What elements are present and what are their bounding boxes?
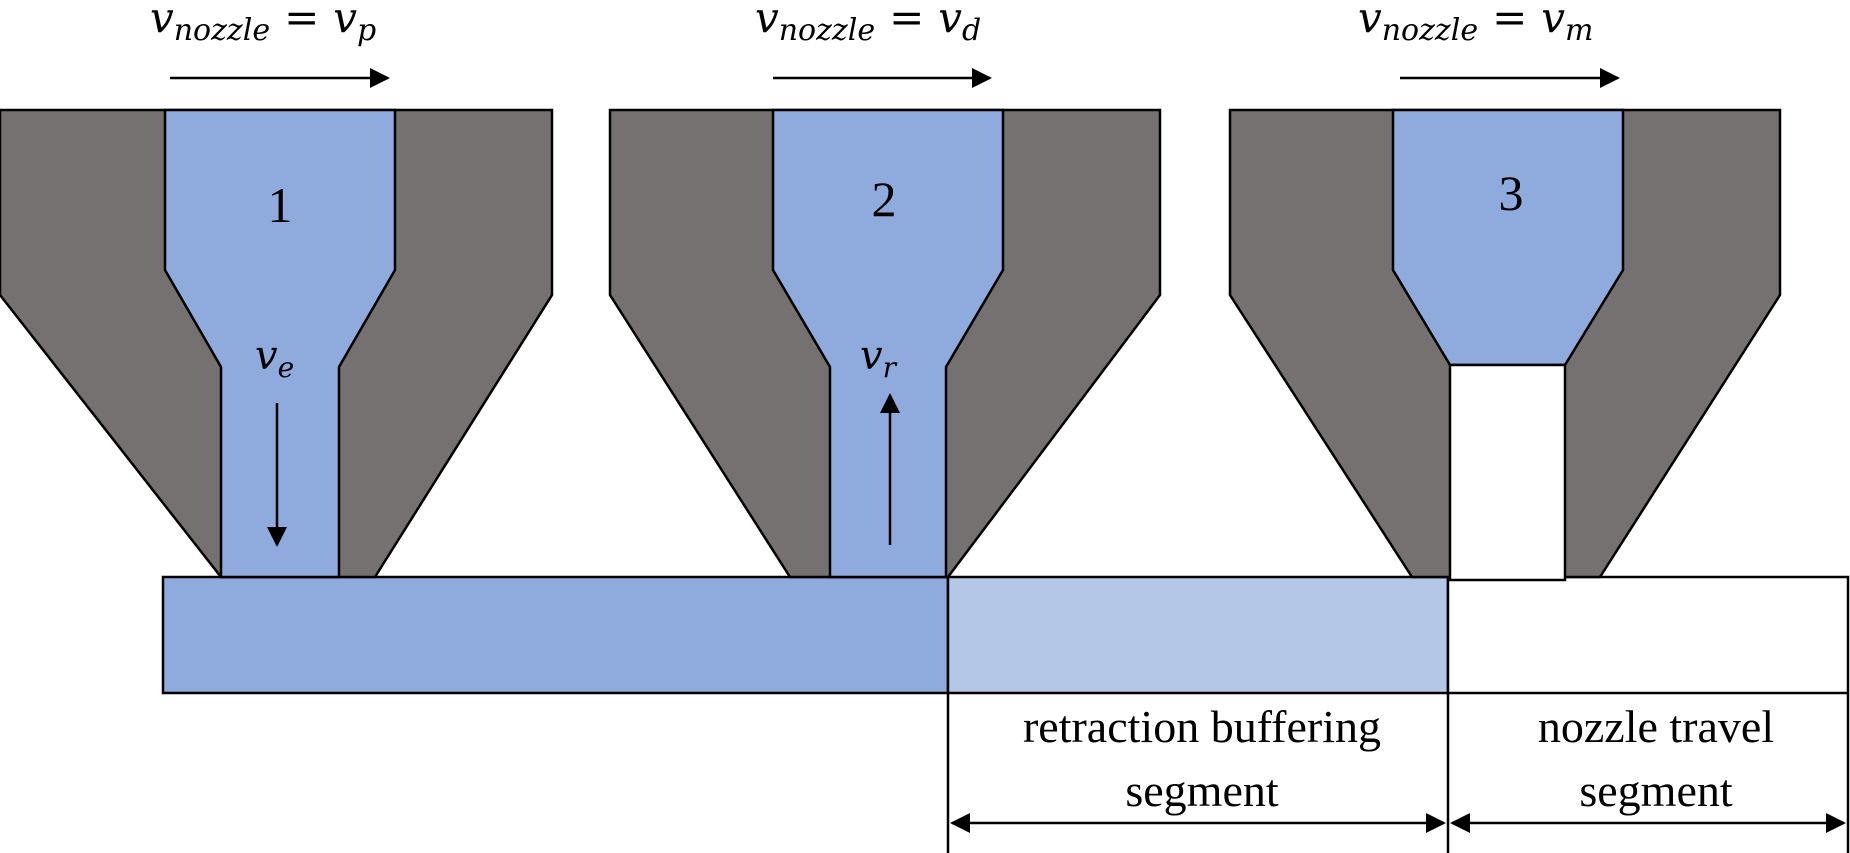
retraction-buffer-track — [946, 575, 1450, 695]
nozzle-number: 2 — [872, 171, 897, 227]
nozzle-number: 3 — [1499, 165, 1524, 221]
empty-channel — [1448, 363, 1567, 582]
retraction-segment-label-line2: segment — [1125, 765, 1279, 816]
segment-annotations: retraction buffering segment nozzle trav… — [946, 693, 1850, 853]
retraction-segment-label-line1: retraction buffering — [1023, 701, 1381, 752]
nozzle-speed-label: vnozzle=vd — [755, 0, 981, 48]
filament-channel — [163, 108, 397, 579]
travel-segment-label-line1: nozzle travel — [1538, 701, 1774, 752]
travel-segment-label-line2: segment — [1579, 765, 1733, 816]
nozzle-speed-label: vnozzle=vp — [150, 0, 376, 48]
nozzle-speed-label: vnozzle=vm — [1358, 0, 1593, 48]
nozzle-3: 3 vnozzle=vm — [1228, 0, 1782, 582]
nozzle-number: 1 — [268, 177, 293, 233]
nozzle-1: 1 ve vnozzle=vp — [0, 0, 554, 579]
filament-channel — [771, 108, 1005, 579]
retraction-velocity-label: vr — [860, 333, 898, 384]
travel-gap-track — [1446, 575, 1850, 695]
deposited-track — [161, 575, 950, 695]
filament-channel — [1391, 108, 1625, 367]
extrusion-velocity-label: ve — [255, 333, 294, 384]
nozzle-2: 2 vr vnozzle=vd — [608, 0, 1162, 579]
